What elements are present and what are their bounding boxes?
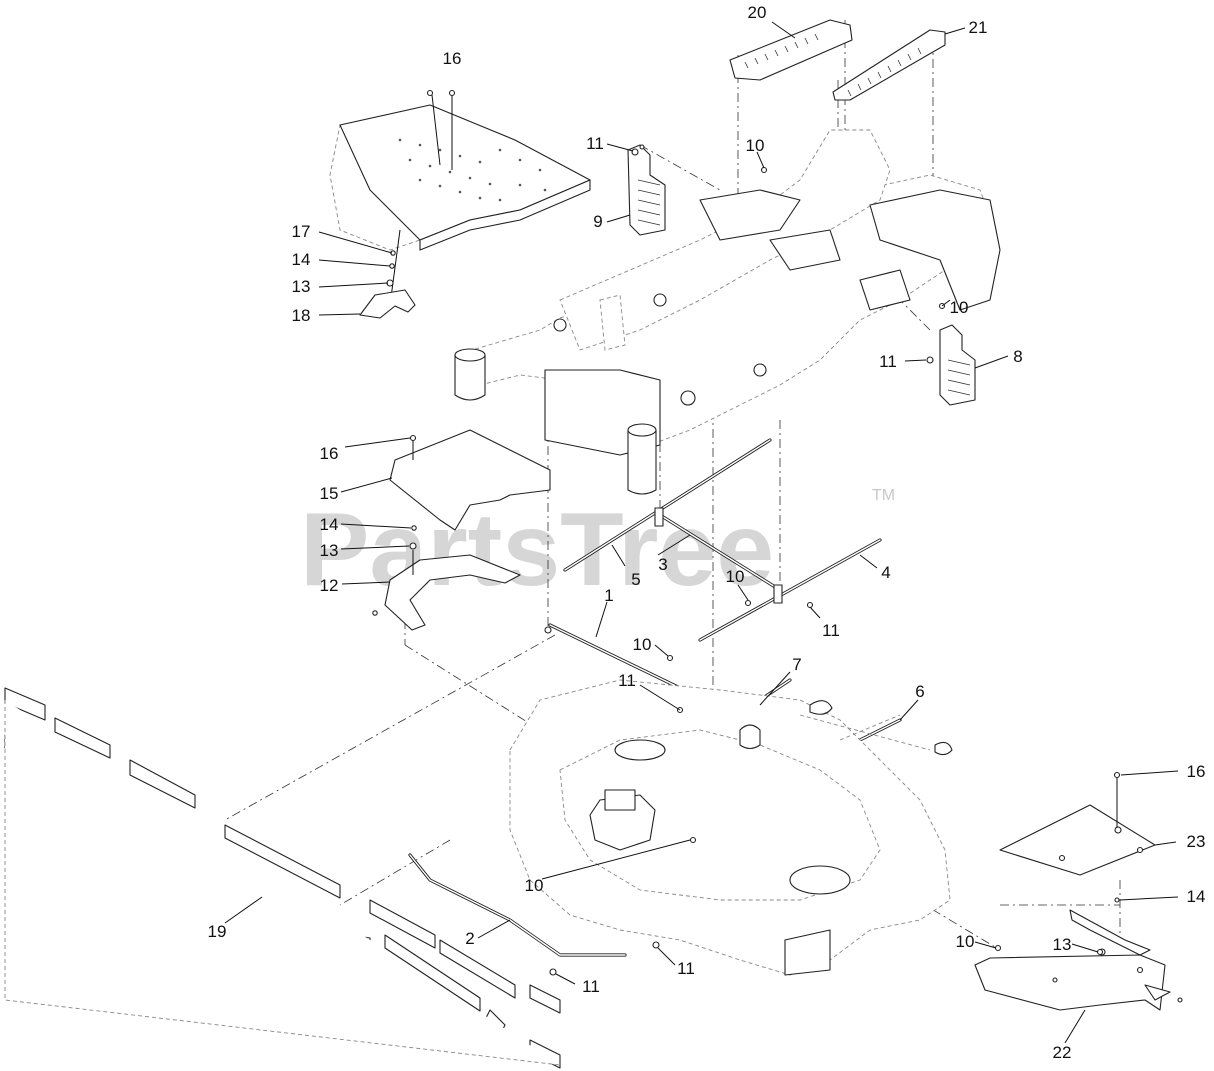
callout-labels: 20 21 16 11 10 9 17 14 13 18 10 11 8 16 … — [208, 3, 1206, 1062]
callout-17: 17 — [292, 222, 311, 241]
callout-12: 12 — [320, 576, 339, 595]
cover-23 — [999, 771, 1156, 876]
callout-leaders — [224, 21, 1179, 1044]
callout-11: 11 — [582, 977, 600, 996]
callout-14: 14 — [320, 515, 339, 534]
footrest-plate — [329, 89, 591, 319]
callout-8: 8 — [1013, 347, 1022, 366]
callout-16: 16 — [320, 444, 339, 463]
callout-11: 11 — [879, 352, 897, 371]
callout-10: 10 — [746, 136, 765, 155]
callout-11: 11 — [677, 959, 695, 978]
callout-23: 23 — [1187, 832, 1206, 851]
callout-13: 13 — [320, 541, 339, 560]
callout-11: 11 — [586, 134, 604, 153]
callout-1: 1 — [604, 586, 613, 605]
assembly-lines — [224, 20, 1121, 951]
side-pad-9 — [627, 144, 666, 236]
callout-13: 13 — [1053, 935, 1072, 954]
callout-13: 13 — [292, 277, 311, 296]
baffle-strips-19 — [4, 687, 561, 1069]
mower-frame — [454, 129, 1001, 495]
callout-16: 16 — [1187, 762, 1206, 781]
callout-7: 7 — [792, 655, 801, 674]
foot-pad-20 — [729, 19, 853, 81]
discharge-guard-22 — [974, 909, 1183, 1011]
foot-pad-21 — [832, 29, 946, 101]
callout-18: 18 — [292, 306, 311, 325]
callout-16: 16 — [443, 49, 462, 68]
callout-3: 3 — [658, 555, 667, 574]
callout-10: 10 — [633, 635, 652, 654]
callout-9: 9 — [593, 212, 602, 231]
side-pad-8 — [939, 324, 976, 406]
watermark: PartsTree TM — [300, 487, 895, 608]
watermark-trademark: TM — [872, 487, 895, 504]
callout-10: 10 — [956, 932, 975, 951]
callout-10: 10 — [726, 567, 745, 586]
callout-14: 14 — [292, 250, 311, 269]
footrest-perforations — [398, 138, 547, 202]
mower-deck — [509, 679, 953, 976]
callout-11: 11 — [822, 621, 840, 640]
callout-5: 5 — [631, 570, 640, 589]
callout-6: 6 — [915, 682, 924, 701]
callout-10: 10 — [950, 298, 969, 317]
callout-21: 21 — [969, 18, 988, 37]
callout-19: 19 — [208, 922, 227, 941]
callout-11: 11 — [618, 671, 636, 690]
callout-4: 4 — [881, 563, 890, 582]
callout-20: 20 — [748, 3, 767, 22]
watermark-brand: PartsTree — [300, 492, 774, 608]
cover-plate-15 — [389, 429, 551, 531]
callout-14: 14 — [1187, 887, 1206, 906]
bracket-plate-12 — [384, 525, 521, 631]
callout-2: 2 — [465, 929, 474, 948]
callout-15: 15 — [320, 484, 339, 503]
callout-22: 22 — [1053, 1043, 1072, 1062]
callout-10: 10 — [525, 876, 544, 895]
